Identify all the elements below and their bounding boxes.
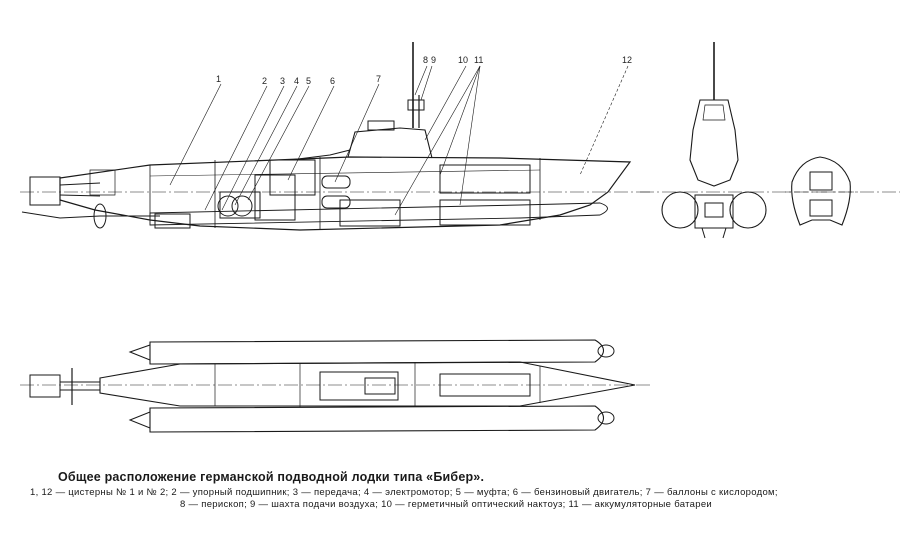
- callout-2: 2: [262, 76, 267, 86]
- callout-3: 3: [280, 76, 285, 86]
- plan-view: [20, 339, 650, 433]
- callout-4: 4: [294, 76, 299, 86]
- front-view: [640, 42, 900, 239]
- callout-8: 8: [423, 55, 428, 65]
- callout-12: 12: [622, 55, 632, 65]
- callout-labels: 1 2 3 4 5 6 7 8 9 10 11 12: [216, 55, 632, 86]
- callout-7: 7: [376, 74, 381, 84]
- callout-1: 1: [216, 74, 221, 84]
- leader-lines: [169, 65, 629, 216]
- legend-line-2: 8 — перископ; 9 — шахта подачи воздуха; …: [180, 499, 713, 510]
- caption-title: Общее расположение германской подводной …: [58, 470, 485, 484]
- callout-10: 10: [458, 55, 468, 65]
- callout-5: 5: [306, 76, 311, 86]
- side-view: [20, 42, 650, 231]
- legend-line-1: 1, 12 — цистерны № 1 и № 2; 2 — упорный …: [30, 487, 778, 498]
- callout-6: 6: [330, 76, 335, 86]
- callout-11: 11: [474, 55, 483, 65]
- section-view: [785, 156, 858, 226]
- caption: Общее расположение германской подводной …: [30, 470, 880, 511]
- submarine-drawing: 1 2 3 4 5 6 7 8 9 10 11 12: [20, 42, 900, 433]
- callout-9: 9: [431, 55, 436, 65]
